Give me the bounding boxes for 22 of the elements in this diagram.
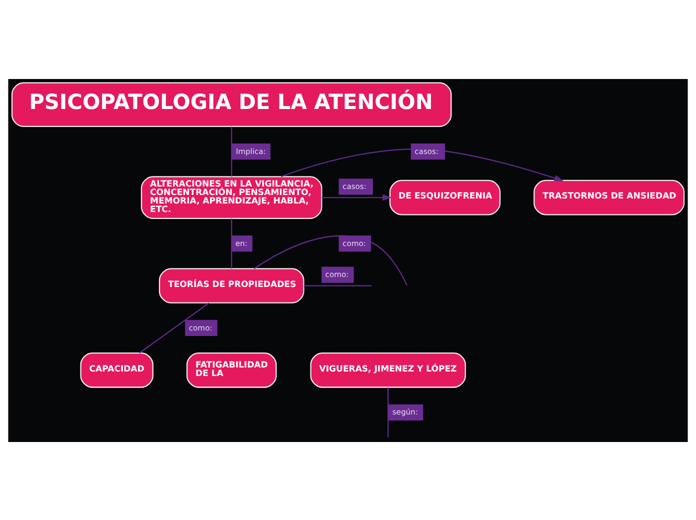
connector	[139, 302, 210, 353]
connector	[230, 126, 232, 176]
node-box: CAPACIDAD	[80, 352, 154, 388]
edge-label: según:	[392, 407, 418, 416]
connector	[230, 218, 232, 268]
edge-label: como:	[342, 238, 366, 248]
node-box: TEORÍAS DE PROPIEDADES	[158, 268, 304, 303]
node-box: DE ESQUIZOFRENIA	[389, 179, 501, 215]
node-box: ALTERACIONES EN LA VIGILANCIA, CONCENTRACIÓN, PENSAMIENTO, MEMORIA, APRENDIZAJE, HABLA, ETC.	[140, 176, 322, 218]
edge-label: casos:	[342, 181, 366, 190]
edge-label: en:	[235, 238, 248, 248]
node-box: FATIGABILIDAD DE LA	[186, 352, 277, 388]
connector	[387, 387, 389, 437]
edge-label: como:	[325, 270, 349, 279]
node-box: VIGUERAS, JIMENEZ Y LÓPEZ	[310, 352, 466, 388]
edge-label: como:	[188, 322, 212, 332]
connector	[304, 284, 372, 286]
arrow	[322, 194, 392, 200]
node-box: PSICOPATOLOGIA DE LA ATENCIÓN	[11, 82, 452, 126]
edge-label: Implica:	[236, 146, 266, 156]
node-box: TRASTORNOS DE ANSIEDAD	[534, 179, 685, 215]
edge-label: casos:	[414, 146, 439, 156]
